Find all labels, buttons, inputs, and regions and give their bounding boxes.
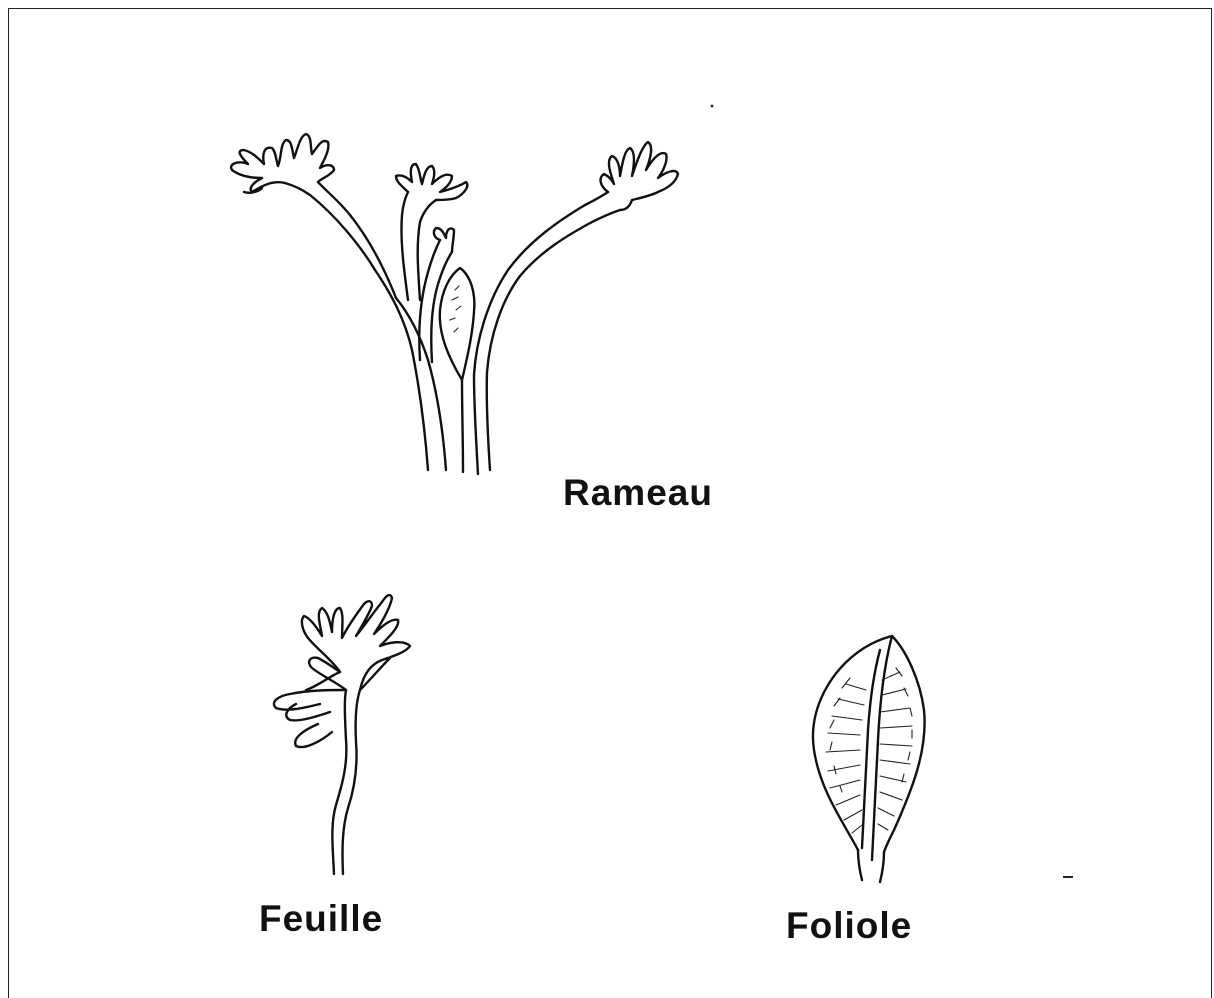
label-feuille: Feuille [259, 900, 383, 937]
feuille-drawing [274, 595, 410, 874]
dash-mark [1063, 876, 1073, 878]
speck-mark [711, 105, 714, 108]
label-foliole: Foliole [786, 907, 912, 944]
label-rameau: Rameau [563, 474, 713, 511]
rameau-drawing [231, 134, 678, 474]
foliole-drawing [813, 636, 925, 882]
